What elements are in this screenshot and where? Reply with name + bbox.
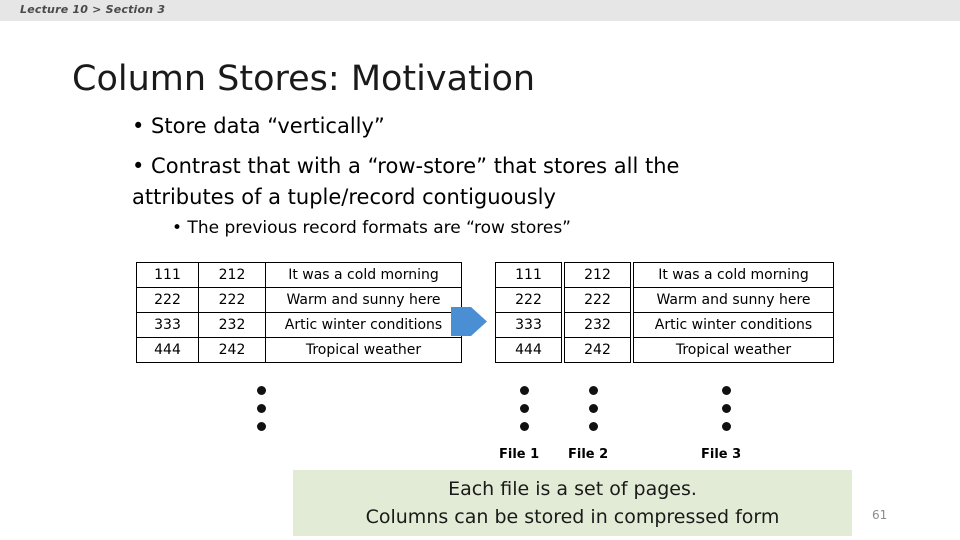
table-cell-id: 222	[136, 287, 199, 313]
table-cell-text: Artic winter conditions	[265, 312, 462, 338]
table-cell-id: 444	[136, 337, 199, 363]
table-row: 444 242 Tropical weather	[136, 337, 462, 363]
table-cell-num: 242	[198, 337, 266, 363]
callout-line-2: Columns can be stored in compressed form	[365, 506, 780, 528]
table-row: It was a cold morning	[633, 262, 834, 288]
page-number: 61	[872, 508, 888, 522]
dot	[589, 386, 598, 395]
column-store-table-file-1: 111 222 333 444	[495, 262, 562, 363]
header-bar: Lecture 10 > Section 3	[0, 0, 960, 21]
table-row: 333	[495, 312, 562, 338]
vertical-ellipsis-icon-file-1	[520, 386, 532, 440]
dot	[257, 386, 266, 395]
dot	[722, 422, 731, 431]
table-cell: 232	[564, 312, 631, 338]
dot	[520, 404, 529, 413]
dot	[589, 422, 598, 431]
table-row: Warm and sunny here	[633, 287, 834, 313]
table-row: 222	[564, 287, 631, 313]
vertical-ellipsis-icon-file-3	[722, 386, 734, 440]
table-row: 242	[564, 337, 631, 363]
table-cell: 212	[564, 262, 631, 288]
table-cell: 222	[564, 287, 631, 313]
table-row: 222 222 Warm and sunny here	[136, 287, 462, 313]
column-store-table-file-2: 212 222 232 242	[564, 262, 631, 363]
file-label-3: File 3	[701, 447, 742, 462]
table-cell: 242	[564, 337, 631, 363]
dot	[257, 422, 266, 431]
table-row: 222	[495, 287, 562, 313]
table-cell: Artic winter conditions	[633, 312, 834, 338]
table-row: Artic winter conditions	[633, 312, 834, 338]
bullet-item-3: • The previous record formats are “row s…	[172, 218, 571, 238]
file-label-2: File 2	[568, 447, 609, 462]
table-cell: 333	[495, 312, 562, 338]
table-row: 333 232 Artic winter conditions	[136, 312, 462, 338]
vertical-ellipsis-icon-row-store	[257, 386, 269, 440]
table-cell-num: 222	[198, 287, 266, 313]
table-cell-num: 212	[198, 262, 266, 288]
dot	[520, 422, 529, 431]
dot	[722, 404, 731, 413]
bullet-item-2: • Contrast that with a “row-store” that …	[132, 154, 680, 209]
table-cell-text: Warm and sunny here	[265, 287, 462, 313]
table-row: 111	[495, 262, 562, 288]
breadcrumb: Lecture 10 > Section 3	[20, 3, 166, 16]
table-cell: Warm and sunny here	[633, 287, 834, 313]
column-store-table-file-3: It was a cold morning Warm and sunny her…	[633, 262, 834, 363]
table-cell: 111	[495, 262, 562, 288]
dot	[589, 404, 598, 413]
table-cell: It was a cold morning	[633, 262, 834, 288]
bullet-item-1: • Store data “vertically”	[132, 114, 385, 138]
table-cell-text: It was a cold morning	[265, 262, 462, 288]
table-row: 111 212 It was a cold morning	[136, 262, 462, 288]
table-cell-num: 232	[198, 312, 266, 338]
table-cell-id: 333	[136, 312, 199, 338]
dot	[257, 404, 266, 413]
file-label-1: File 1	[499, 447, 540, 462]
table-row: 212	[564, 262, 631, 288]
dot	[722, 386, 731, 395]
page-title: Column Stores: Motivation	[72, 59, 536, 99]
dot	[520, 386, 529, 395]
table-cell: Tropical weather	[633, 337, 834, 363]
table-cell: 222	[495, 287, 562, 313]
table-cell: 444	[495, 337, 562, 363]
table-row: 444	[495, 337, 562, 363]
vertical-ellipsis-icon-file-2	[589, 386, 601, 440]
table-cell-id: 111	[136, 262, 199, 288]
table-row: Tropical weather	[633, 337, 834, 363]
row-store-table: 111 212 It was a cold morning 222 222 Wa…	[136, 262, 462, 363]
right-arrow-icon	[451, 307, 487, 336]
callout-box: Each file is a set of pages. Columns can…	[293, 470, 852, 536]
callout-line-1: Each file is a set of pages.	[448, 478, 697, 500]
table-row: 232	[564, 312, 631, 338]
table-cell-text: Tropical weather	[265, 337, 462, 363]
